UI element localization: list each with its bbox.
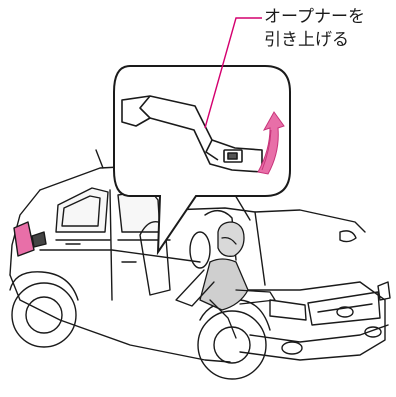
instruction-line-2: 引き上げる — [264, 29, 394, 52]
driver-figure — [176, 222, 275, 338]
instruction-label: オープナーを 引き上げる — [264, 6, 394, 52]
instruction-line-1: オープナーを — [264, 6, 394, 29]
